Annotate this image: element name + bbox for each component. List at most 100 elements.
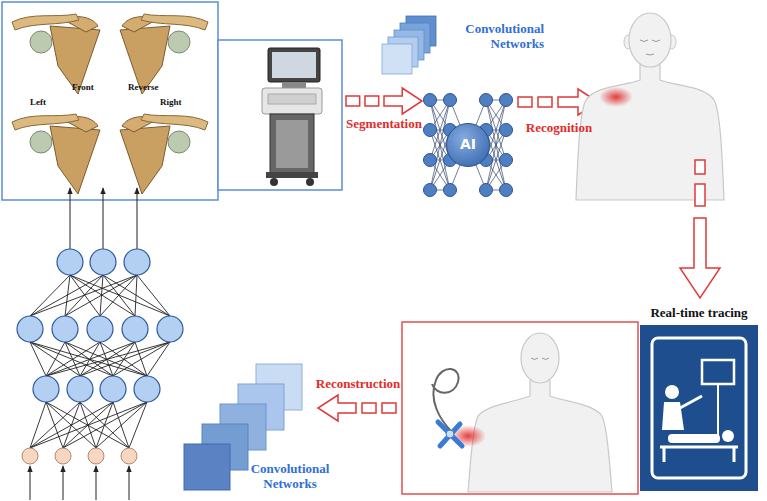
neuron — [500, 94, 513, 107]
input-arrow — [30, 466, 31, 500]
network-links — [30, 275, 170, 448]
scapula-left — [12, 114, 100, 194]
ai-network-node: AI — [424, 84, 512, 206]
neuron — [444, 94, 457, 107]
head — [629, 13, 671, 67]
screen — [272, 52, 316, 78]
neuron — [87, 316, 113, 342]
input-neuron — [55, 448, 71, 464]
input-neuron — [121, 448, 137, 464]
head — [521, 333, 559, 383]
neuron — [157, 316, 183, 342]
neuron — [52, 316, 78, 342]
input-neuron — [88, 448, 104, 464]
neural-network — [424, 94, 513, 197]
face — [640, 40, 660, 55]
machine-frame — [218, 40, 342, 190]
icon-patient-head — [722, 430, 734, 442]
neuron — [100, 376, 126, 402]
scapula-reverse — [120, 14, 208, 94]
flow-arrow — [346, 88, 422, 114]
keyboard — [268, 94, 316, 104]
neuron — [424, 184, 437, 197]
view-label: Right — [160, 97, 182, 107]
neuron — [124, 249, 150, 275]
tracing-panel — [640, 325, 758, 491]
output-arrow — [103, 188, 104, 249]
view-label: Left — [30, 97, 46, 107]
feature-stack-node: Convolutional Networks — [182, 358, 332, 494]
neuron — [57, 249, 83, 275]
input-neuron — [22, 448, 38, 464]
neuron — [67, 376, 93, 402]
tracing-arrow — [680, 160, 720, 298]
box-heading: Real-time tracing — [636, 306, 762, 321]
input-arrow — [63, 466, 64, 500]
icon-operator-body — [662, 402, 684, 430]
icon-monitor — [702, 360, 734, 384]
icon-patient — [668, 434, 720, 443]
input-arrow — [96, 466, 97, 500]
wheel — [270, 178, 278, 186]
tracing-icon — [652, 338, 746, 478]
neuron — [480, 184, 493, 197]
network-label: Convolutional Networks — [450, 22, 544, 52]
monitor-arm — [282, 82, 306, 88]
neuron — [500, 184, 513, 197]
neuron — [500, 124, 513, 137]
neuron — [90, 249, 116, 275]
arrow-label: Reconstruction — [316, 377, 401, 392]
torso — [576, 62, 724, 200]
arrow-label: Segmentation — [346, 117, 422, 132]
neuron — [33, 376, 59, 402]
neuron — [424, 154, 437, 167]
panel-outline — [2, 2, 218, 200]
image-panel: Front ReverseLeft Right — [2, 2, 342, 200]
cannula-hub — [446, 430, 454, 438]
neuron — [424, 94, 437, 107]
patient-figure — [576, 13, 724, 200]
neuron — [122, 316, 148, 342]
neuron — [134, 376, 160, 402]
ultrasound-machine — [218, 40, 342, 190]
network-label: Convolutional Networks — [246, 462, 334, 492]
cabinet-panel — [276, 120, 308, 168]
scapula-front — [12, 14, 100, 94]
icon-operator-head — [665, 385, 679, 399]
icon-bed — [660, 447, 738, 462]
view-label: Front — [72, 82, 94, 92]
icon-operator-arm — [680, 396, 702, 408]
control-panel — [262, 88, 322, 114]
ai-circle: AI — [446, 123, 490, 167]
torso — [468, 380, 612, 492]
arrow-label: Recognition — [526, 121, 592, 136]
reconstruction-arrow — [318, 395, 396, 421]
ai-label: AI — [447, 124, 489, 165]
cannula-wings — [438, 422, 462, 446]
view-label: Reverse — [128, 82, 158, 92]
network-links — [430, 100, 506, 190]
neuron — [480, 94, 493, 107]
hollow-arrow — [318, 395, 356, 421]
neuron — [424, 124, 437, 137]
cabinet — [270, 114, 314, 174]
arrow-dash — [382, 403, 396, 413]
arrow-dash — [362, 403, 376, 413]
arrow-dash — [695, 160, 705, 174]
arrow-dash — [695, 184, 705, 206]
feature-stack-node: Convolutional Networks — [378, 12, 546, 78]
output-arrow — [137, 188, 138, 249]
tracing-box: Real-time tracing — [636, 304, 762, 494]
scapula-right — [120, 114, 208, 194]
neuron — [444, 184, 457, 197]
feature-map — [184, 444, 230, 490]
pain-highlight — [599, 87, 633, 107]
base — [266, 172, 318, 178]
icon-frame — [652, 338, 746, 478]
output-arrow — [70, 188, 71, 249]
bone-panel — [2, 2, 218, 200]
arrow-dash — [518, 97, 532, 107]
monitor — [268, 48, 320, 82]
